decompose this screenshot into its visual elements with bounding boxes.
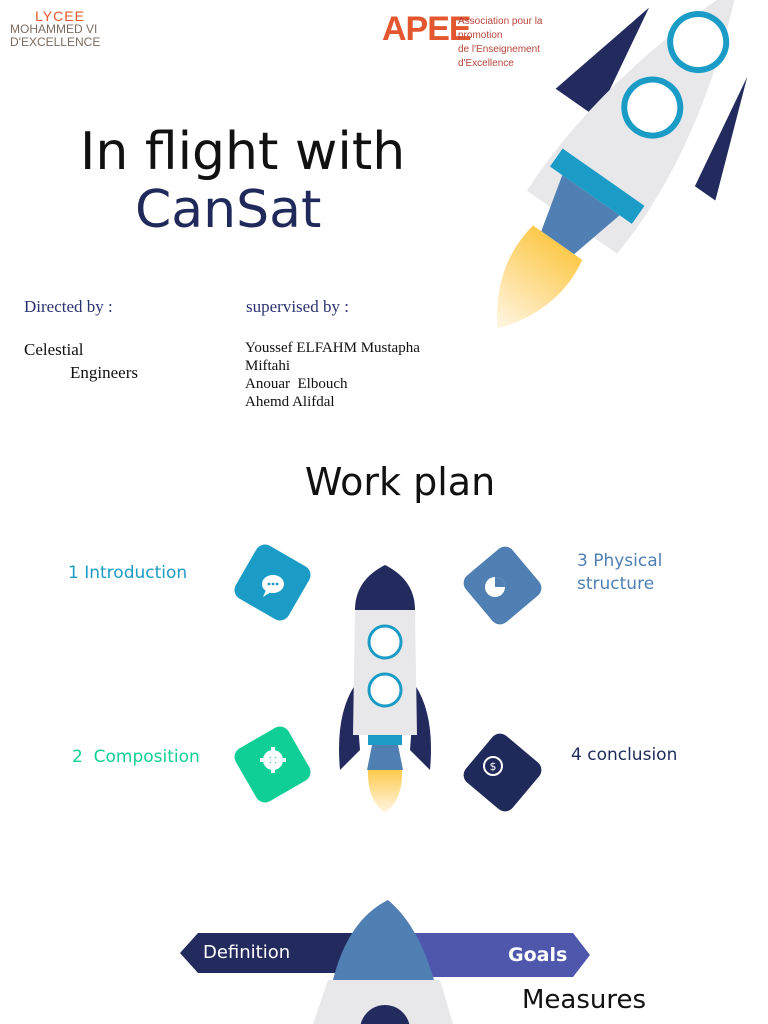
supervisor-list: Youssef ELFAHM Mustapha Miftahi Anouar E… [245,339,420,411]
apee-logo-subtitle: Association pour la promotion de l'Ensei… [458,15,587,71]
rocket-window-top [667,11,730,74]
supervisor-line: Youssef ELFAHM Mustapha [245,340,420,356]
dollar-icon: $ [483,756,503,776]
team-name-line1: Celestial [24,340,84,359]
bottom-graphic [180,900,590,1024]
supervisor-line: Anouar Elbouch [245,376,348,392]
apee-logo: APEE Association pour la promotion de l'… [382,10,587,69]
plan-tile-conclusion: $ [463,733,542,812]
plan-item-introduction: 1 Introduction [68,563,188,583]
presentation-subtitle: CanSat [135,180,322,240]
lycee-logo: LYCEE MOHAMMED VI D'EXCELLENCE [10,8,110,49]
svg-text:$: $ [490,760,497,773]
lycee-logo-line2: MOHAMMED VI [10,22,98,36]
rocket-nozzle [541,175,620,255]
pie-chart-icon [485,577,505,597]
plan-item-physical-structure: 3 Physical structure [577,551,663,594]
supervisor-line: Ahemd Alifdal [245,394,335,410]
directed-by-label: Directed by : [24,297,113,316]
plan-tile-physical-structure [463,546,542,625]
apee-subtitle-line2: de l'Enseignement d'Excellence [458,44,540,69]
rocket-fin-left [555,7,650,118]
apee-logo-text: APEE [382,10,472,48]
work-plan-heading: Work plan [304,460,496,504]
team-name-line2: Engineers [70,363,138,382]
definition-pill-shape [180,933,363,973]
definition-pill: Definition [203,942,291,963]
rocket-fin-right [694,76,748,201]
rocket-window-bottom [621,76,684,139]
chat-icon [262,575,284,597]
supervised-by-label: supervised by : [246,297,349,316]
gear-icon [260,747,286,773]
center-rocket-illustration [339,565,431,813]
hero-rocket-illustration [497,0,748,329]
plan-tile-introduction [234,544,311,621]
supervisor-line: Miftahi [245,358,290,374]
rocket-band [549,148,645,224]
lycee-logo-line3: D'EXCELLENCE [10,35,101,49]
rocket-flame [497,225,583,329]
measures-text: Measures [522,985,647,1015]
goals-pill: Goals [508,944,568,966]
apee-subtitle-line1: Association pour la promotion [458,16,543,41]
plan-item-composition: 2 Composition [72,747,200,767]
presentation-subtitle-wrap: CanSat [135,180,327,244]
plan-item-conclusion: 4 conclusion [571,745,678,765]
plan-tile-composition [234,726,311,803]
lycee-logo-line1: LYCEE [35,8,85,24]
presentation-title: In flight with [80,122,406,182]
goals-pill-shape [398,933,590,977]
